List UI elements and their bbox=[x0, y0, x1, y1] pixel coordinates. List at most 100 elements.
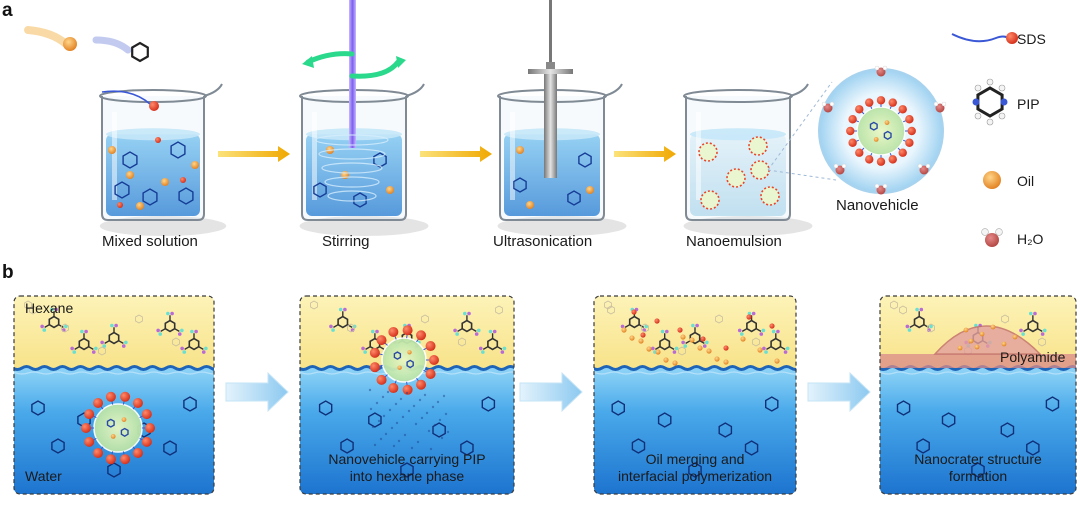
pip-diffusion-dot bbox=[416, 440, 420, 444]
sds-head bbox=[640, 332, 646, 338]
step-content bbox=[594, 296, 796, 494]
oil-droplet bbox=[526, 201, 534, 209]
interface-wave-light bbox=[14, 371, 214, 375]
pip-molecule bbox=[183, 396, 197, 412]
beaker-glass bbox=[301, 96, 407, 221]
step-content bbox=[300, 296, 514, 494]
tmc-atom-cl bbox=[691, 323, 695, 328]
pip-ring bbox=[51, 438, 65, 454]
pip-ring bbox=[400, 462, 414, 478]
tmc-ring bbox=[337, 315, 349, 329]
tmc-atom-o bbox=[177, 332, 182, 336]
tmc-atom-o bbox=[54, 307, 58, 312]
oil-droplet bbox=[723, 359, 729, 365]
pip-ring bbox=[368, 412, 382, 428]
sds-head bbox=[905, 138, 914, 147]
step-border bbox=[879, 295, 1077, 495]
pip-molecule bbox=[883, 130, 892, 141]
pip-diffusion-dot bbox=[436, 400, 440, 404]
step-label-stirring: Stirring bbox=[322, 233, 370, 250]
step-label-mixed-solution: Mixed solution bbox=[102, 233, 198, 250]
interface-wave bbox=[594, 365, 796, 371]
sds-head bbox=[848, 115, 857, 124]
pip-molecule bbox=[313, 182, 327, 198]
sds-head bbox=[898, 148, 907, 157]
tmc-atom-cl bbox=[331, 328, 335, 332]
tmc-atom-o bbox=[651, 346, 655, 351]
water-h-atom bbox=[917, 163, 923, 169]
tmc-molecule bbox=[651, 329, 679, 354]
tmc-bond bbox=[699, 340, 705, 345]
tmc-ring bbox=[461, 319, 473, 333]
sds-head bbox=[388, 383, 399, 394]
pip-ring bbox=[114, 181, 130, 199]
tmc-atom-o bbox=[620, 324, 625, 329]
sds-head bbox=[117, 202, 123, 208]
tmc-atom-o bbox=[201, 350, 206, 354]
legend-label-oil: Oil bbox=[1017, 173, 1035, 189]
legend-pip-ring bbox=[976, 86, 1004, 118]
water-molecule bbox=[935, 103, 945, 113]
pip-molecule bbox=[941, 412, 956, 428]
step-border bbox=[299, 295, 515, 495]
faint-tmc bbox=[135, 314, 143, 324]
vortex-line bbox=[327, 190, 377, 202]
tmc-atom-cl bbox=[740, 332, 744, 336]
pip-ring bbox=[353, 192, 367, 208]
pip-diffusion-dot bbox=[433, 423, 437, 427]
tmc-atom-cl bbox=[1028, 311, 1033, 316]
oil-droplet bbox=[979, 331, 985, 337]
tmc-atom-o bbox=[180, 346, 184, 351]
tmc-atom-o bbox=[737, 328, 742, 333]
pip-ring bbox=[373, 152, 387, 168]
tmc-bond bbox=[482, 346, 489, 351]
pip-diffusion-dot bbox=[427, 429, 431, 433]
water-h-atom bbox=[833, 163, 839, 169]
water-molecule bbox=[876, 185, 886, 195]
caption-step-1-line-2: into hexane phase bbox=[349, 468, 465, 484]
caption-step-3: Nanocrater structure formation bbox=[880, 451, 1076, 485]
zoom-line bbox=[767, 81, 833, 171]
pip-molecule bbox=[567, 190, 581, 206]
sds-head bbox=[93, 448, 104, 459]
tmc-bond bbox=[624, 324, 631, 329]
step-border bbox=[593, 295, 797, 495]
tmc-molecule bbox=[156, 311, 184, 336]
pip-molecule bbox=[1000, 422, 1015, 438]
legend-pip-icon bbox=[972, 78, 1008, 126]
tmc-bond bbox=[184, 346, 190, 351]
pip-diffusion-dot bbox=[381, 395, 385, 399]
water-molecule bbox=[835, 165, 845, 175]
oil-droplet bbox=[884, 120, 890, 125]
pip-diffusion-dot bbox=[386, 390, 390, 394]
faint-tmc bbox=[61, 323, 69, 333]
tmc-atom-o bbox=[91, 350, 96, 354]
tmc-bond bbox=[379, 346, 385, 351]
sds-head bbox=[120, 454, 131, 465]
pip-diffusion-dot bbox=[368, 388, 372, 392]
beaker-liquid bbox=[106, 134, 200, 216]
nanoemulsion-droplet bbox=[698, 142, 718, 162]
tmc-atom-o bbox=[762, 346, 766, 351]
sds-head bbox=[132, 448, 143, 459]
tmc-atom-o bbox=[1033, 311, 1037, 316]
pip-diffusion-dot bbox=[388, 408, 392, 412]
tmc-atom-cl bbox=[338, 307, 343, 312]
oil-droplet bbox=[680, 334, 686, 340]
pip-molecule bbox=[631, 438, 646, 454]
oil-droplet bbox=[621, 327, 627, 333]
sds-head bbox=[855, 148, 864, 157]
beaker-highlight bbox=[112, 112, 117, 200]
pip-diffusion-dot bbox=[371, 425, 375, 429]
inset-label-nanovehicle: Nanovehicle bbox=[836, 197, 919, 214]
oil-droplet bbox=[963, 327, 969, 333]
beaker-mixed-solution bbox=[99, 83, 227, 236]
tmc-atom-cl bbox=[166, 311, 170, 316]
tmc-bond bbox=[471, 328, 477, 333]
oil-droplet bbox=[873, 137, 879, 142]
oil-droplet bbox=[63, 37, 77, 51]
pip-molecule bbox=[406, 359, 414, 369]
pip-diffusion-dot bbox=[423, 393, 427, 397]
sds-head bbox=[888, 155, 897, 164]
pip-molecule bbox=[51, 438, 65, 454]
